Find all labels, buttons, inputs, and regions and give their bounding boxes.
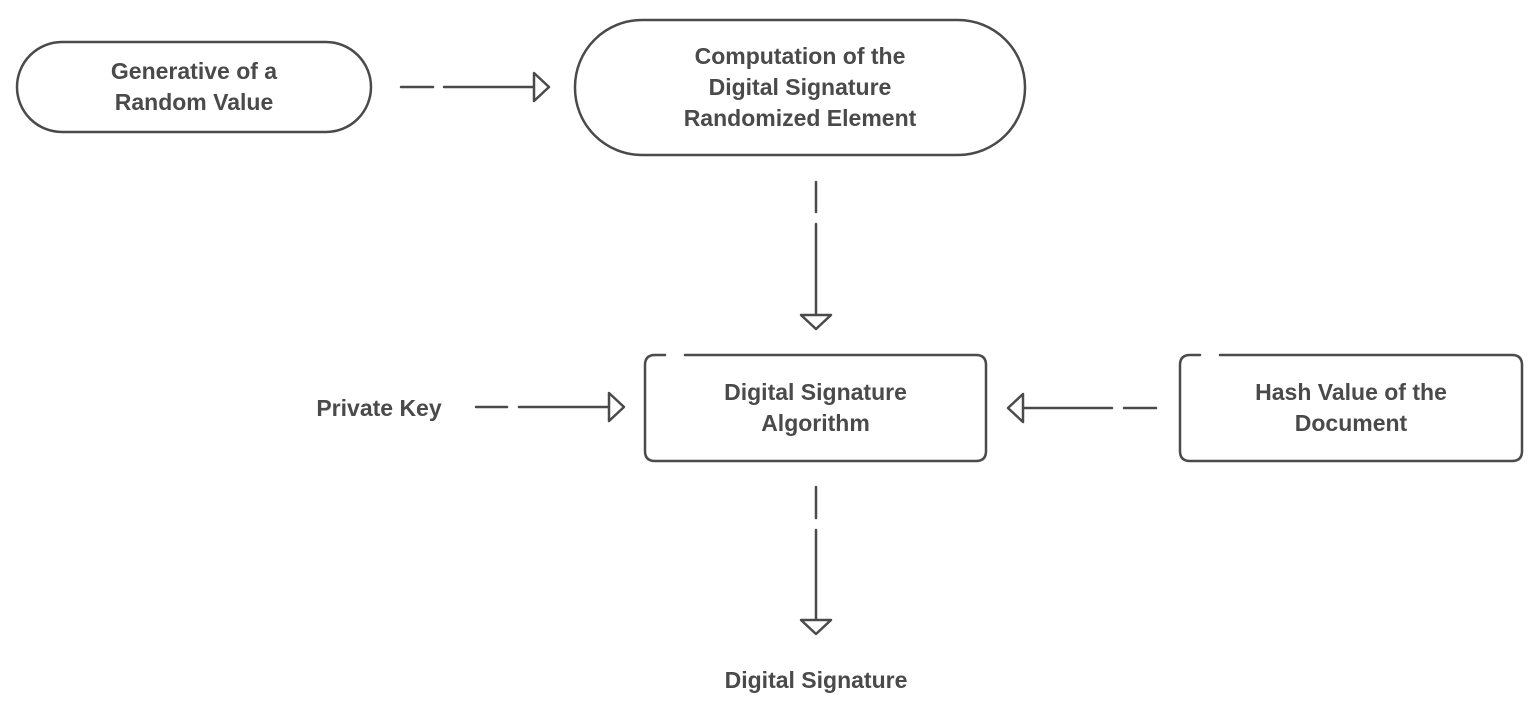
algorithm-label: Digital Signature Algorithm [724,379,907,436]
random-value-label: Generative of a Random Value [110,58,278,115]
algorithm-box [643,353,988,463]
arrow-private-key-to-algorithm [474,391,626,423]
hash-value-node: Hash Value of the Document [1180,355,1522,461]
arrow-algorithm-to-signature [799,485,833,636]
algorithm-node: Digital Signature Algorithm [645,355,986,461]
computation-node: Computation of the Digital Signature Ran… [575,20,1025,155]
arrow-random-to-computation [399,71,551,103]
random-value-node: Generative of a Random Value [17,42,371,132]
private-key-label: Private Key [316,394,442,421]
computation-label: Computation of the Digital Signature Ran… [683,43,917,131]
digital-signature-node: Digital Signature [700,660,932,700]
arrow-computation-to-algorithm [799,180,833,331]
hash-value-label: Hash Value of the Document [1255,379,1447,436]
hash-value-box [1178,353,1524,463]
private-key-node: Private Key [286,388,472,428]
arrow-hash-to-algorithm [1006,392,1158,424]
computation-pill [573,18,1027,157]
random-value-pill [15,40,373,134]
digital-signature-label: Digital Signature [724,666,908,693]
